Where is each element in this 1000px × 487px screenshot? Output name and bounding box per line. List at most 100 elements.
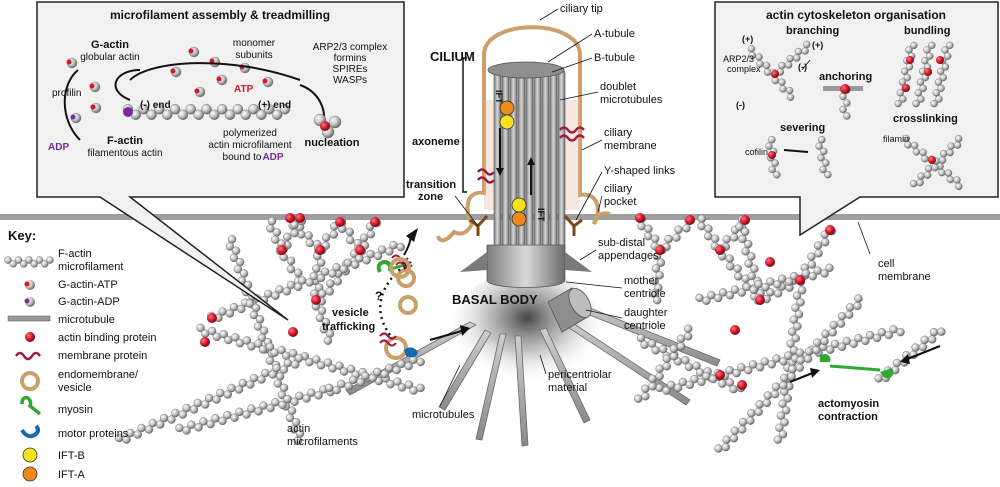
actin-binding-protein [295, 213, 305, 223]
actin-filaments-layer [114, 213, 946, 453]
wasps-label: WASPs [333, 75, 367, 86]
key-icons [4, 256, 54, 482]
microtubule-icon [7, 315, 51, 322]
actin-filament [325, 355, 425, 395]
actin-binding-protein [207, 313, 217, 323]
key-label-motor: motor proteins [58, 428, 129, 440]
doublet-label: doublet [600, 81, 636, 93]
nucleation-label: nucleation [304, 137, 359, 149]
actin-binding-protein [928, 156, 936, 164]
actin-binding-protein [715, 245, 725, 255]
actin-binding-protein [936, 56, 944, 64]
membrane-protein-axoneme-2 [477, 176, 495, 184]
actin-binding-protein [277, 245, 287, 255]
ift-b-particle-base [511, 197, 527, 213]
nucleotide-dot [262, 78, 268, 84]
minus-label: (-) [736, 100, 745, 110]
actin-filament [122, 104, 291, 120]
ift-b-particle [499, 114, 515, 130]
leader-lines [439, 8, 871, 407]
key-label-membrane-protein: membrane protein [58, 350, 147, 362]
crosslinking-label: crosslinking [893, 113, 958, 125]
actin-filament [697, 214, 727, 253]
membrane-protein-icon [14, 351, 42, 361]
filamin-label: filamin [883, 134, 909, 144]
treadmill-arrow-top [129, 62, 301, 81]
doublet-microtubule [533, 69, 542, 251]
ciliary-tip-label: ciliary tip [560, 3, 603, 15]
actin-filament [714, 294, 863, 453]
actin-binding-protein [737, 380, 747, 390]
actin-binding-protein [906, 56, 914, 64]
key-label-microtubule: microtubule [58, 314, 115, 326]
actin-filament [815, 135, 832, 179]
nucleotide-dot [70, 114, 76, 120]
nucleation-seed [328, 115, 342, 129]
mother-centriole-label-2: centriole [624, 288, 666, 300]
actin-binding-protein [924, 68, 932, 76]
membrane-protein-cilium [559, 126, 585, 134]
mother-centriole-label: mother [624, 275, 659, 287]
actin-binding-protein [730, 325, 740, 335]
key-label-f-actin-2: microfilament [58, 261, 123, 273]
membrane-protein-axoneme [477, 168, 495, 176]
key-label-ift-a: IFT-A [58, 469, 86, 481]
g-actin-sub: globular actin [80, 52, 139, 63]
actomyosin-label: actomyosin [818, 398, 879, 410]
daughter-centriole-label: daughter [624, 307, 668, 319]
bundling-label: bundling [904, 25, 950, 37]
ciliary-pocket-label: ciliary [604, 183, 633, 195]
severing-label: severing [780, 122, 825, 134]
myosin-head-left [819, 354, 831, 362]
vesicle-trafficking-label: vesicle [332, 307, 369, 319]
actin-microfilament-label: actin microfilament [208, 140, 292, 151]
ciliary-membrane [465, 25, 600, 225]
ift-label-left: IFT [494, 90, 504, 104]
myosin-icon [20, 395, 42, 416]
mother-centriole [486, 244, 566, 288]
plus-label-2: (+) [812, 40, 823, 50]
motor-direction-arrow [429, 328, 466, 342]
cell-membrane-label: cell [878, 258, 895, 270]
actin-binding-protein [840, 84, 850, 94]
bound-to-label: bound to [223, 152, 262, 163]
vesicle-trafficking [376, 228, 470, 360]
a-tubule-label: A-tubule [594, 28, 635, 40]
actin-binding-protein [315, 245, 325, 255]
atp-dot [24, 281, 30, 287]
key-label-g-actin-adp: G-actin-ADP [58, 296, 120, 308]
actin-binding-protein [635, 213, 645, 223]
key-label-vesicle-2: vesicle [58, 382, 92, 394]
actin-binding-protein [311, 295, 321, 305]
treadmill-arrow-left [114, 69, 141, 101]
actin-filament [930, 41, 954, 108]
subdistal-appendage-right [565, 252, 592, 272]
nucleotide-dot [188, 48, 194, 54]
y-shaped-links-label: Y-shaped links [604, 165, 676, 177]
key-label-binding-protein: actin binding protein [58, 332, 156, 344]
nucleotide-dot [90, 104, 96, 110]
actomyosin [789, 344, 941, 384]
transition-zone-label: transition [406, 179, 456, 191]
key-label-g-actin-atp: G-actin-ATP [58, 279, 118, 291]
actin-binding-protein [288, 327, 298, 337]
actin-binding-protein [902, 84, 910, 92]
minus-label-2: (-) [798, 62, 807, 72]
cofilin-label: cofilin [745, 147, 768, 157]
organisation-title: actin cytoskeleton organisation [766, 8, 946, 22]
myosin-rod [829, 364, 881, 372]
pcm-label-2: material [548, 382, 587, 394]
actomyosin-label-2: contraction [818, 411, 878, 423]
adp-dot [24, 298, 30, 304]
cilium [436, 25, 611, 333]
nucleotide-dot [66, 59, 72, 65]
membrane-protein-cilium-2 [559, 134, 585, 142]
vesicle-top [389, 257, 411, 279]
nucleotide-dot [194, 88, 200, 94]
axoneme-label: axoneme [412, 136, 460, 148]
y-link-right [563, 214, 583, 236]
contraction-arrow-right [904, 344, 941, 362]
subdistal-label-2: appendages [598, 250, 659, 262]
ciliary-pocket-left [436, 223, 474, 243]
actin-binding-protein [771, 70, 779, 78]
